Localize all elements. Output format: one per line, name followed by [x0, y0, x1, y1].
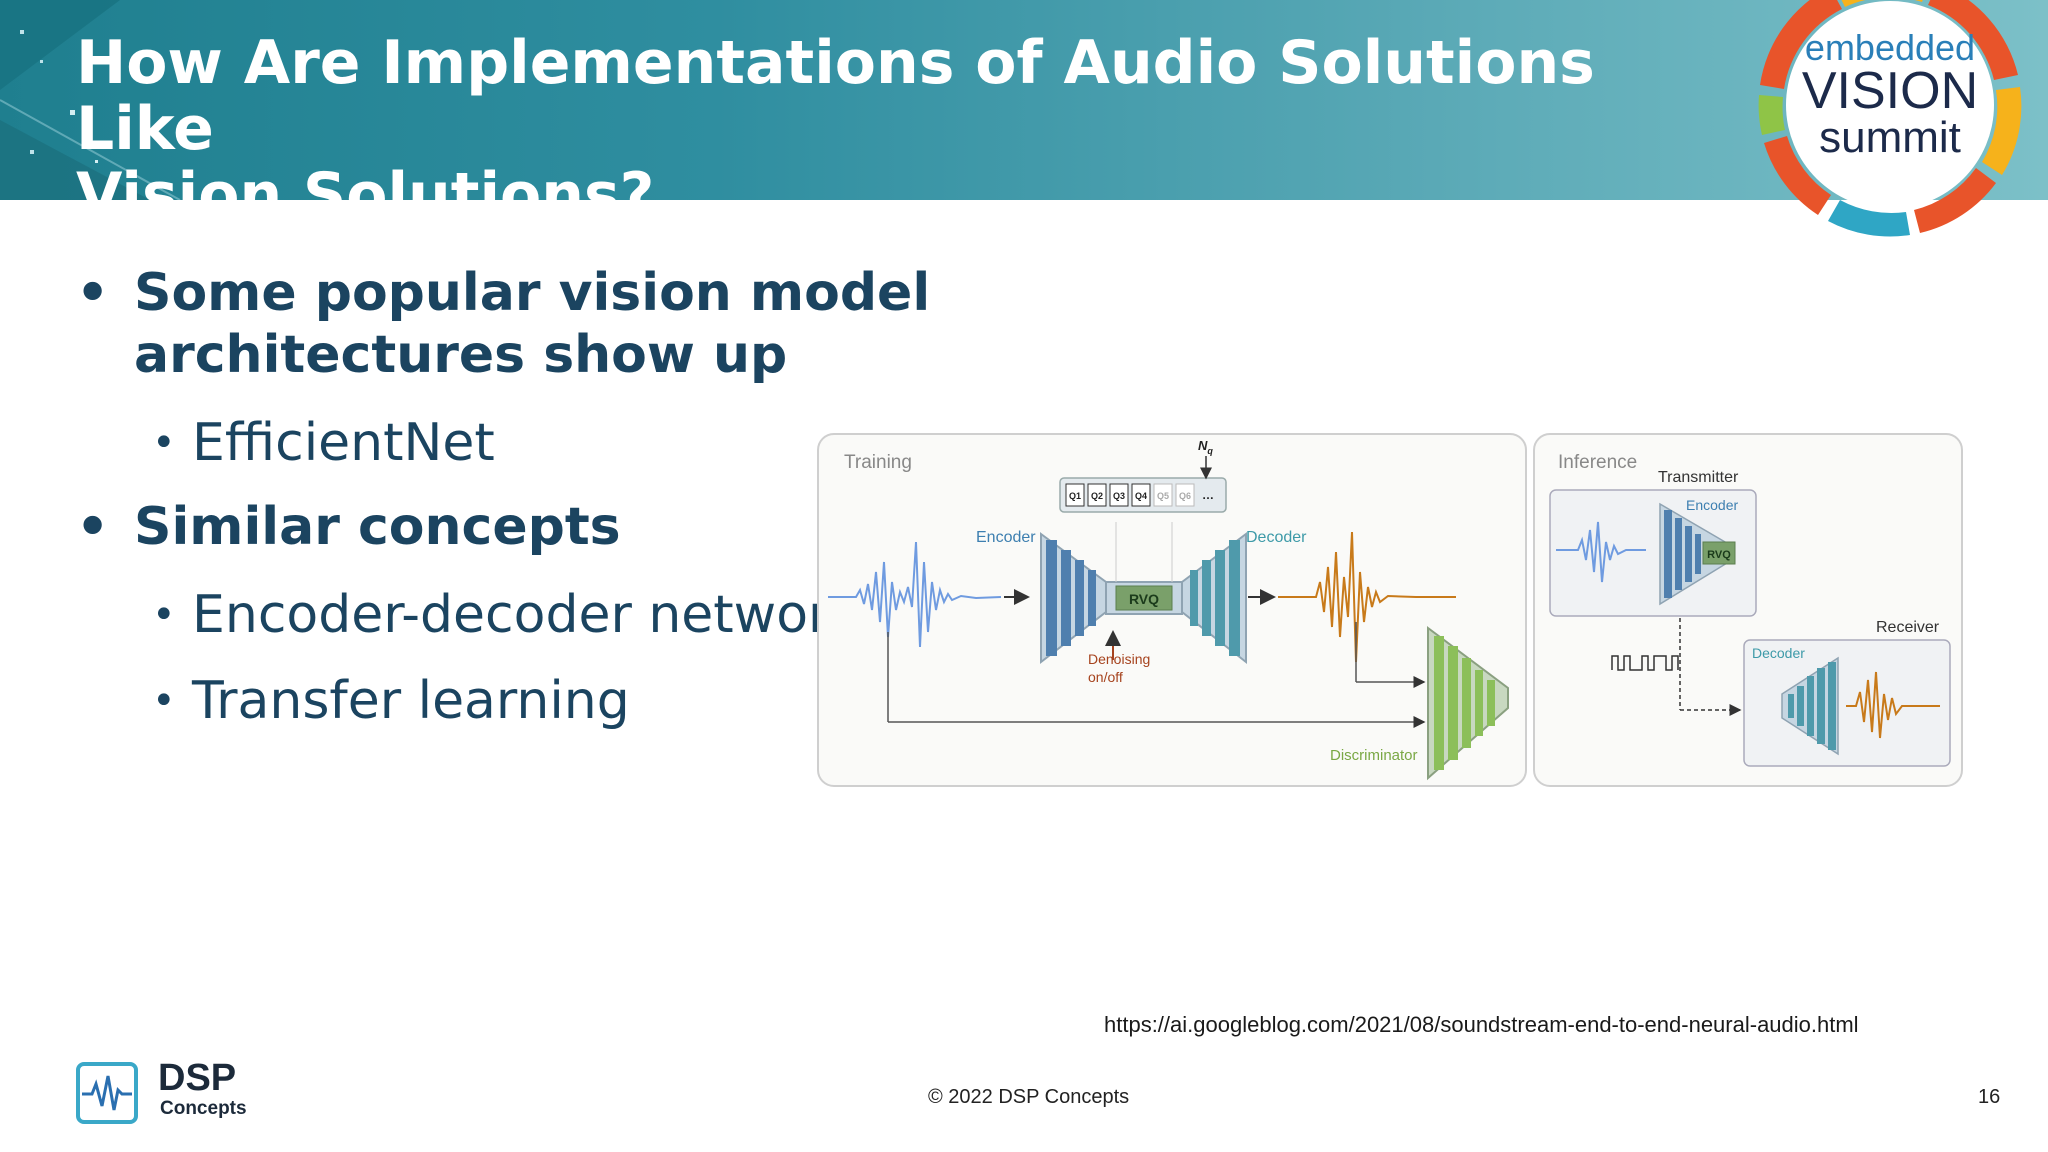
bullet-dot-icon: •: [76, 263, 110, 323]
sub-bullet-item: • EfficientNet: [152, 412, 495, 474]
soundstream-diagram: Training Encoder RVQ Q1 Q2 Q3: [816, 432, 1964, 788]
copyright-text: © 2022 DSP Concepts: [928, 1086, 1130, 1108]
sub-bullet-text: Transfer learning: [192, 671, 630, 731]
discriminator-label: Discriminator: [1330, 747, 1418, 764]
discriminator-layers: [1434, 636, 1495, 770]
bullet-dot-icon: •: [76, 497, 110, 557]
q-box-label: Q6: [1179, 491, 1191, 501]
encoder-layers: [1046, 540, 1096, 656]
source-url-link[interactable]: https://ai.googleblog.com/2021/08/sounds…: [1104, 1012, 1859, 1037]
q-box-label: Q3: [1113, 491, 1125, 501]
embedded-vision-summit-logo: embedded VISION summit: [1730, 0, 2048, 250]
sub-bullet-text: Encoder-decoder network: [192, 585, 860, 645]
dsp-logo-icon: [76, 1062, 138, 1124]
q-ellipsis: …: [1202, 488, 1214, 502]
company-name: DSP: [158, 1057, 237, 1099]
rx-decoder-layers: [1788, 662, 1836, 750]
bullet-item: • Similar concepts: [76, 496, 621, 558]
slide-header: How Are Implementations of Audio Solutio…: [0, 0, 2048, 200]
rvq-label: RVQ: [1129, 591, 1159, 607]
q-box-label: Q4: [1135, 491, 1147, 501]
receiver-label: Receiver: [1876, 619, 1940, 636]
quantizer-boxes: Q1 Q2 Q3 Q4 Q5 Q6 …: [1065, 483, 1214, 507]
bitstream-icon: [1611, 655, 1679, 671]
page-number: 16: [1978, 1086, 2001, 1108]
bullet-text-line: Some popular vision model: [134, 263, 931, 323]
logo-text-embedded: embedded: [1805, 27, 1975, 68]
tx-encoder-layers: [1664, 510, 1701, 598]
rx-waveform-icon: [1846, 671, 1940, 739]
sub-bullet-item: • Encoder-decoder network: [152, 584, 860, 646]
bullet-text-line: Similar concepts: [134, 497, 621, 557]
sub-bullet-text: EfficientNet: [192, 413, 495, 473]
denoising-onoff-label: on/off: [1088, 669, 1123, 685]
tx-rvq-label: RVQ: [1707, 549, 1731, 561]
dsp-concepts-logo: DSP Concepts: [74, 1058, 274, 1124]
q-box-label: Q2: [1091, 491, 1103, 501]
input-waveform-icon: [828, 541, 1002, 648]
nq-label: Nq: [1198, 438, 1213, 456]
training-label: Training: [844, 452, 912, 473]
output-waveform-icon: [1278, 531, 1456, 663]
sub-bullet-item: • Transfer learning: [152, 670, 630, 732]
nq-sub: q: [1207, 446, 1213, 456]
slide-title: How Are Implementations of Audio Solutio…: [76, 30, 1636, 200]
nq-main: N: [1198, 438, 1208, 453]
inference-label: Inference: [1558, 452, 1637, 473]
bullet-text-line: architectures show up: [134, 325, 788, 385]
sub-bullet-dot-icon: •: [152, 420, 176, 466]
transmitter-label: Transmitter: [1658, 469, 1739, 486]
rx-decoder-label: Decoder: [1752, 645, 1805, 661]
company-subname: Concepts: [160, 1098, 247, 1119]
sub-bullet-dot-icon: •: [152, 678, 176, 724]
decoder-layers: [1190, 540, 1240, 656]
title-line-2: Vision Solutions?: [76, 160, 655, 200]
logo-text-summit: summit: [1819, 113, 1961, 162]
tx-waveform-icon: [1556, 521, 1646, 583]
encoder-label: Encoder: [976, 529, 1036, 546]
sub-bullet-dot-icon: •: [152, 592, 176, 638]
tx-encoder-label: Encoder: [1686, 497, 1738, 513]
denoising-label: Denoising: [1088, 651, 1150, 667]
decoder-label: Decoder: [1246, 529, 1307, 546]
q-box-label: Q1: [1069, 491, 1081, 501]
bullet-item: • Some popular vision model architecture…: [76, 262, 931, 386]
header-decoration: [0, 0, 181, 200]
title-line-1: How Are Implementations of Audio Solutio…: [76, 28, 1595, 164]
q-box-label: Q5: [1157, 491, 1169, 501]
logo-text-vision: VISION: [1802, 62, 1978, 120]
